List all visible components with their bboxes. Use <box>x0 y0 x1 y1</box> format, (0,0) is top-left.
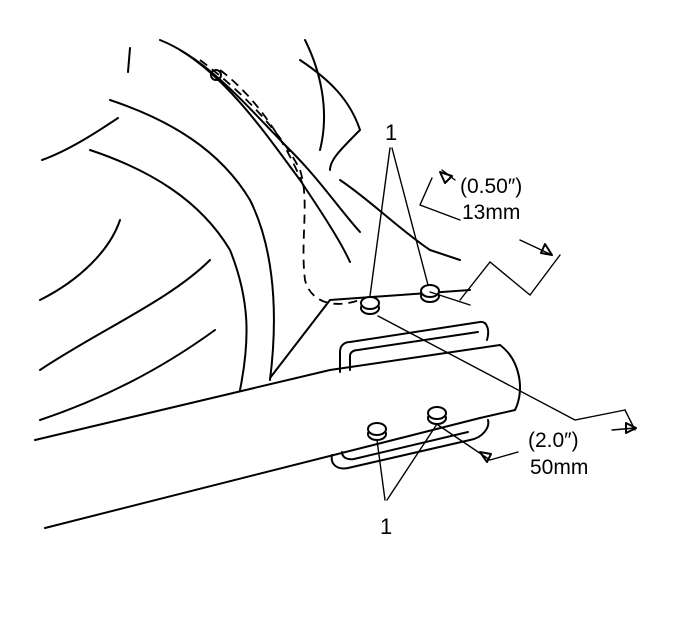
fastener-lower-right <box>427 406 447 425</box>
dimension-top-mm: 13mm <box>462 201 521 224</box>
dimension-50mm <box>377 315 637 463</box>
crossmember <box>34 289 521 529</box>
dimension-bottom-mm: 50mm <box>530 456 589 479</box>
callout-top: 1 <box>385 120 398 145</box>
callout-bottom: 1 <box>380 514 393 539</box>
bracket-lower <box>330 419 490 470</box>
dimension-bottom-inch: (2.0″) <box>528 429 579 452</box>
fastener-lower-left <box>367 422 387 441</box>
leader-lines-top <box>369 147 429 297</box>
bracket-upper <box>339 320 490 373</box>
fastener-upper-left <box>360 296 380 315</box>
dimension-13mm <box>419 169 561 306</box>
leader-lines-bottom <box>376 423 438 501</box>
body-panel <box>39 39 461 421</box>
dimension-top-inch: (0.50″) <box>460 175 523 198</box>
